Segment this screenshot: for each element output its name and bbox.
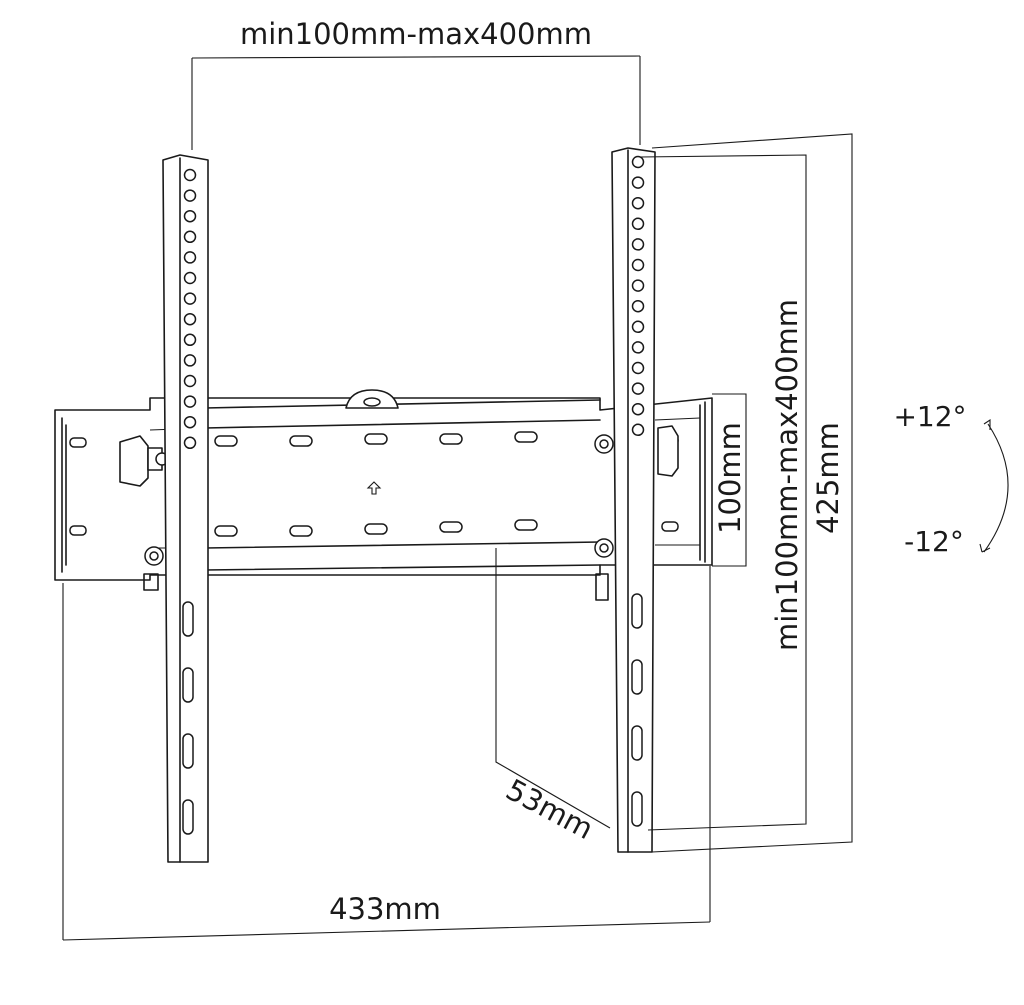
mounting-hole xyxy=(631,423,645,437)
top-width-dimension: min100mm-max400mm xyxy=(191,17,641,150)
mounting-hole xyxy=(183,168,197,182)
mounting-hole xyxy=(183,230,197,244)
mounting-hole xyxy=(183,395,197,408)
mounting-hole xyxy=(183,271,197,285)
height-range-dimension: min100mm-max400mm xyxy=(639,154,807,831)
right-vertical-arm xyxy=(611,147,656,853)
mounting-hole xyxy=(183,374,197,388)
total-height-label: 425mm xyxy=(811,422,845,534)
depth-label: 53mm xyxy=(500,772,598,846)
mounting-hole xyxy=(631,361,645,375)
tilt-arc-arrow xyxy=(983,423,1009,553)
right-knob-bottom xyxy=(594,538,614,601)
mounting-hole xyxy=(631,217,645,231)
tilt-up-label: +12° xyxy=(893,400,966,433)
mounting-hole xyxy=(631,382,645,395)
total-width-label: 433mm xyxy=(329,892,441,926)
top-width-label: min100mm-max400mm xyxy=(240,17,592,51)
left-knob-top xyxy=(119,435,169,487)
mounting-hole xyxy=(631,279,645,292)
mounting-hole xyxy=(183,292,197,305)
mounting-hole xyxy=(631,155,645,169)
mounting-hole xyxy=(183,209,197,223)
depth-dimension: 53mm xyxy=(495,548,611,846)
mounting-hole xyxy=(631,238,645,251)
total-width-dimension: 433mm xyxy=(62,566,711,941)
right-arm-holes xyxy=(631,155,645,437)
left-arm-slots xyxy=(182,601,194,835)
left-vertical-arm xyxy=(162,154,209,863)
mounting-hole xyxy=(183,312,197,326)
right-arm-slots xyxy=(631,593,643,827)
mounting-hole xyxy=(183,189,197,202)
plate-slots xyxy=(69,431,679,537)
total-height-dimension: 425mm xyxy=(651,133,853,853)
right-knob-top xyxy=(594,425,679,477)
mounting-hole xyxy=(183,251,197,264)
mounting-hole xyxy=(183,436,197,450)
bracket-height-dimension: 100mm xyxy=(712,393,747,567)
tilt-down-label: -12° xyxy=(904,525,964,558)
mounting-hole xyxy=(183,333,197,347)
left-knob-bottom xyxy=(143,546,164,591)
mounting-hole xyxy=(631,320,645,334)
mounting-hole xyxy=(631,176,645,189)
tilt-indicator: +12° -12° xyxy=(893,400,1009,558)
mounting-hole xyxy=(631,299,645,313)
mounting-hole xyxy=(631,341,645,354)
bracket-height-label: 100mm xyxy=(713,422,747,534)
height-range-label: min100mm-max400mm xyxy=(770,299,804,651)
mounting-hole xyxy=(631,258,645,272)
mounting-hole xyxy=(631,196,645,210)
mounting-hole xyxy=(631,402,645,416)
up-arrow-icon xyxy=(366,481,382,495)
mounting-hole xyxy=(183,415,197,429)
left-arm-holes xyxy=(183,168,197,450)
mounting-hole xyxy=(183,354,197,367)
